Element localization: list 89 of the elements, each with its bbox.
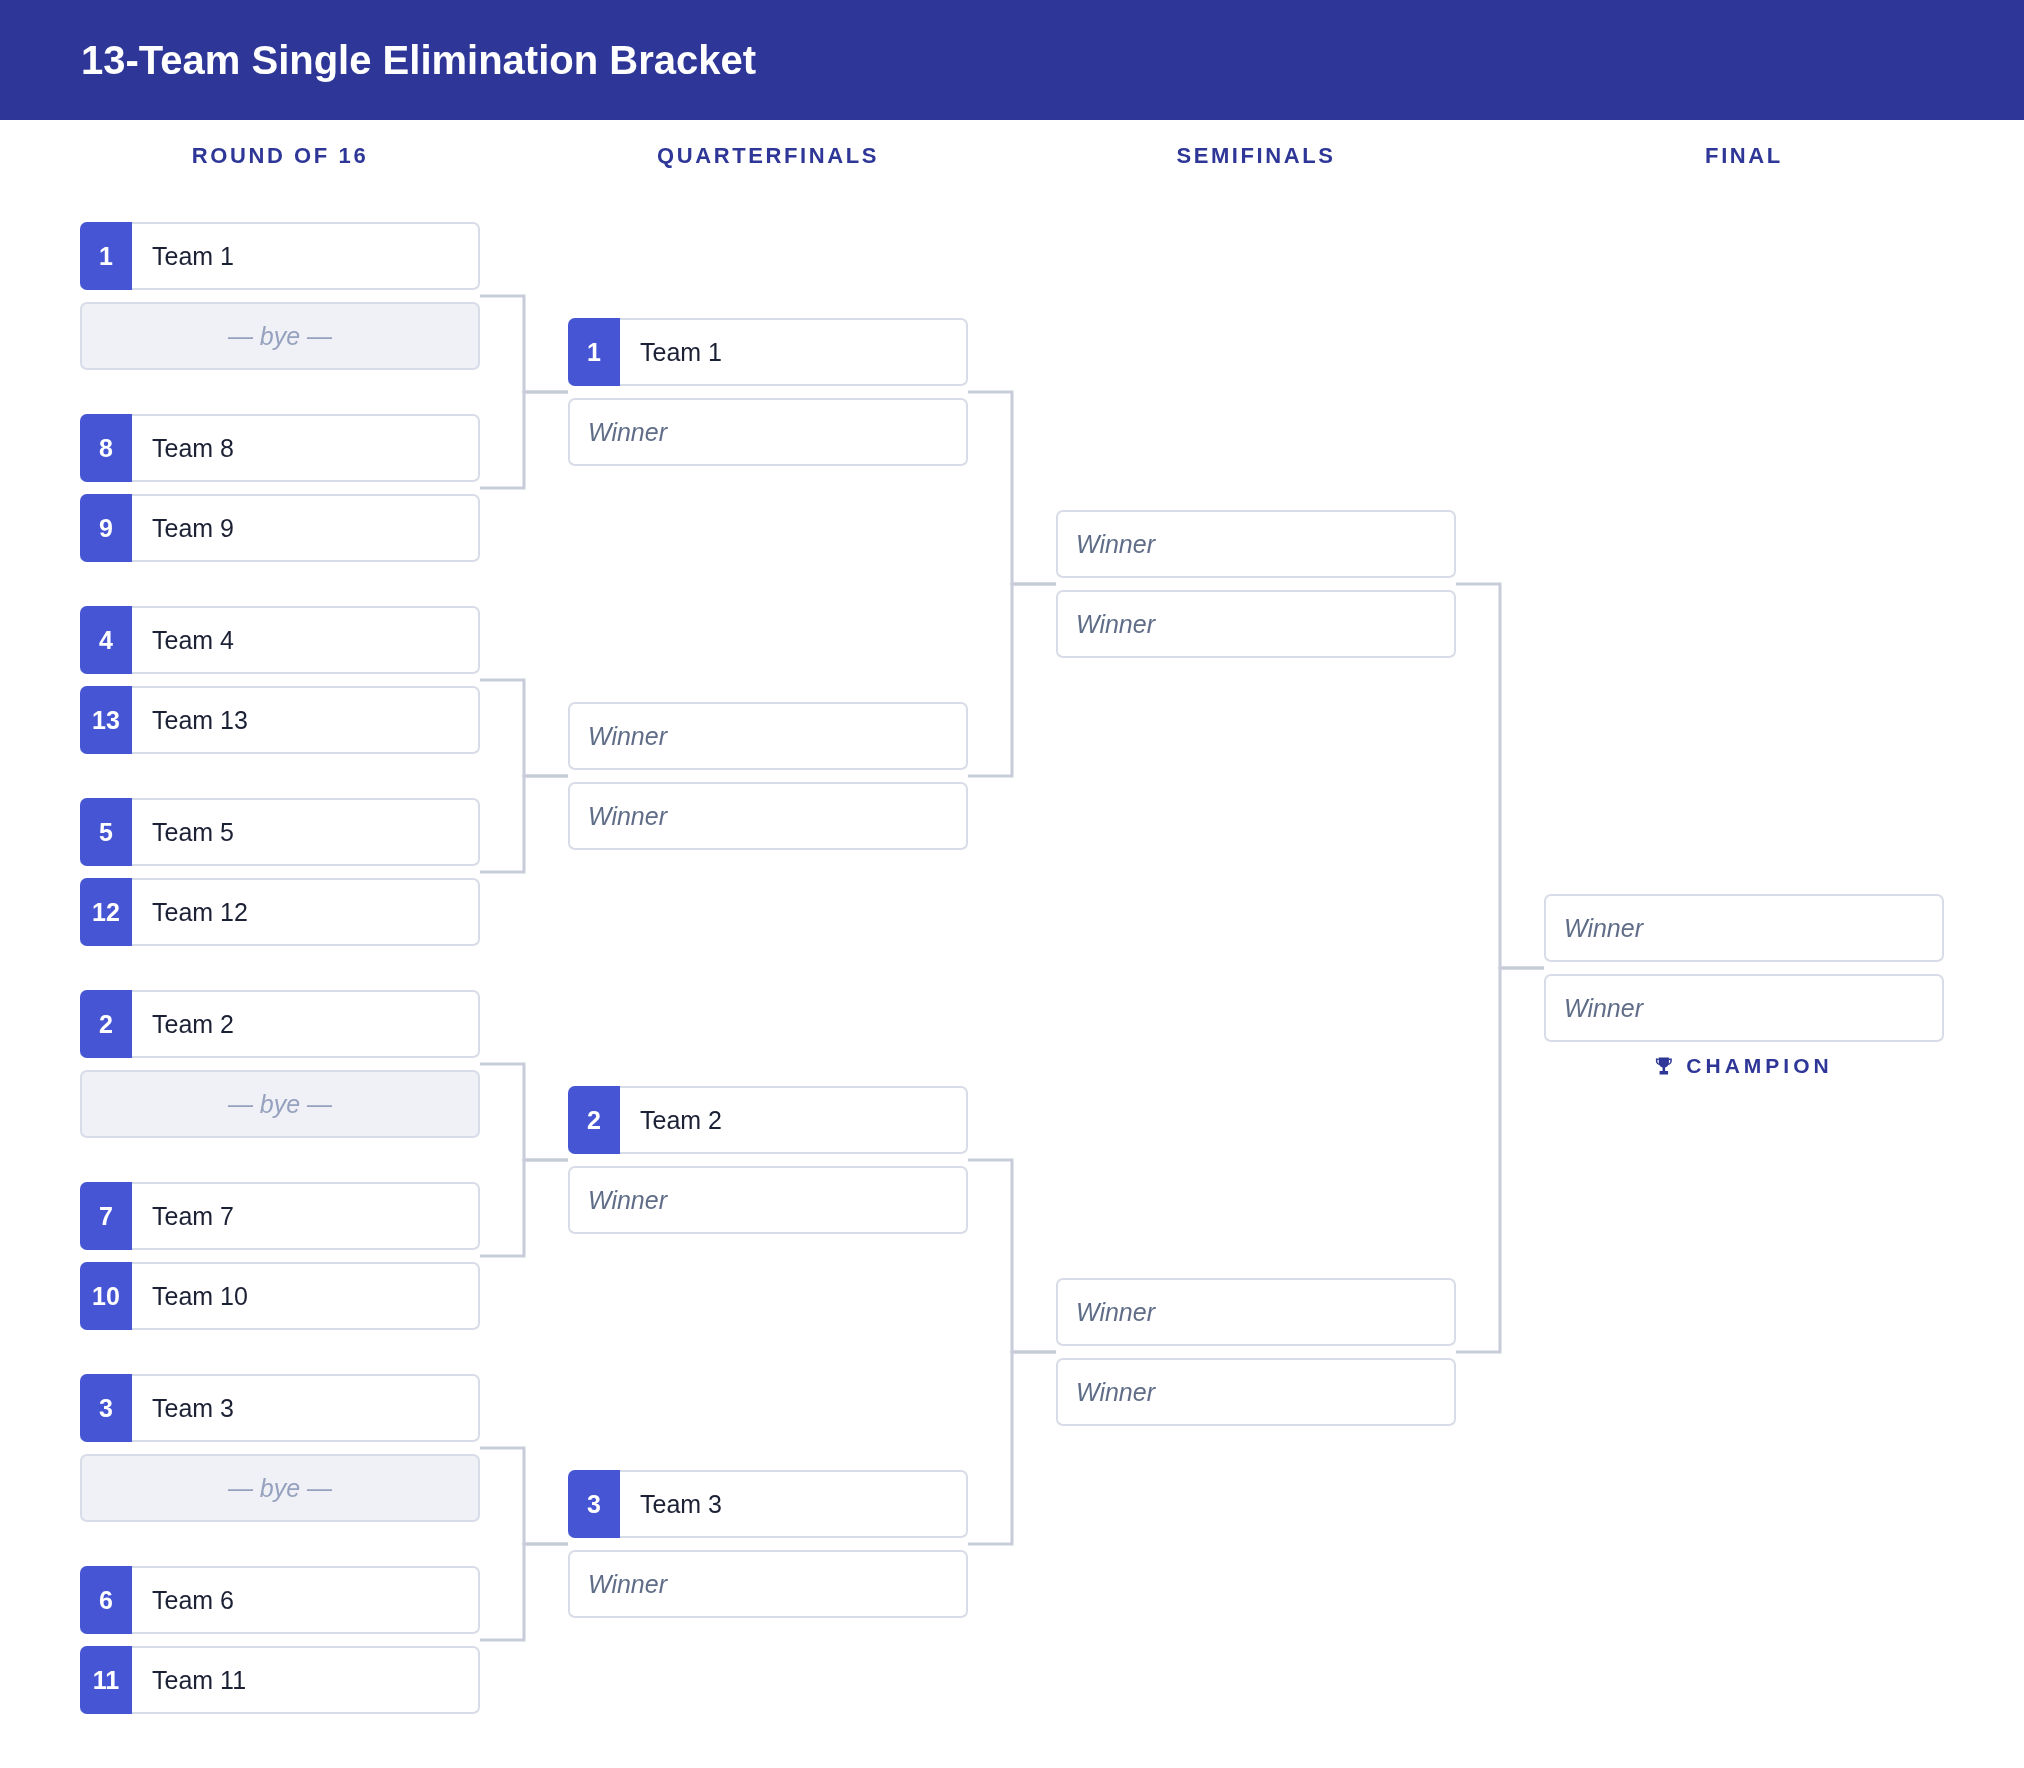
team-slot [80, 878, 480, 946]
team-slot [80, 494, 480, 562]
team-slot [80, 1566, 480, 1634]
winner-placeholder: Winner [1076, 529, 1155, 559]
seed-badge: 1 [80, 222, 132, 290]
winner-placeholder: Winner [1076, 1377, 1155, 1407]
team-slot [80, 990, 480, 1058]
bracket-line [968, 582, 1056, 778]
team-name: Team 1 [640, 337, 722, 367]
winner-placeholder: Winner [588, 1185, 667, 1215]
team-name: Team 6 [152, 1585, 234, 1615]
round-heading: ROUND OF 16 [191, 142, 369, 170]
seed-badge: 8 [80, 414, 132, 482]
bracket-line [480, 1158, 568, 1258]
team-name: Team 8 [152, 433, 234, 463]
winner-placeholder: Winner [1564, 993, 1643, 1023]
team-slot [80, 414, 480, 482]
bye-slot [80, 1454, 480, 1522]
bye-label: — bye — [227, 321, 333, 351]
round-heading: FINAL [1705, 142, 1783, 170]
team-name: Team 4 [152, 625, 234, 655]
bracket-line [480, 390, 568, 490]
team-name: Team 3 [640, 1489, 722, 1519]
team-name: Team 10 [152, 1281, 248, 1311]
winner-placeholder: Winner [588, 801, 667, 831]
team-name: Team 2 [152, 1009, 234, 1039]
team-slot [568, 1470, 968, 1538]
winner-field [1544, 974, 1944, 1042]
team-name: Team 3 [152, 1393, 234, 1423]
bracket-title: 13-Team Single Elimination Bracket [81, 37, 757, 84]
seed-badge: 11 [80, 1646, 132, 1714]
bracket-line [480, 1542, 568, 1642]
bye-slot [80, 1070, 480, 1138]
winner-placeholder: Winner [588, 721, 667, 751]
team-slot [80, 222, 480, 290]
team-slot [80, 1262, 480, 1330]
seed-badge: 5 [80, 798, 132, 866]
team-name: Team 12 [152, 897, 248, 927]
team-name: Team 5 [152, 817, 234, 847]
winner-field [568, 1550, 968, 1618]
winner-field [1056, 1278, 1456, 1346]
bye-label: — bye — [227, 1089, 333, 1119]
winner-field [1056, 1358, 1456, 1426]
seed-badge: 12 [80, 878, 132, 946]
team-name: Team 9 [152, 513, 234, 543]
team-slot [80, 1646, 480, 1714]
winner-placeholder: Winner [588, 1569, 667, 1599]
team-name: Team 1 [152, 241, 234, 271]
team-slot [80, 798, 480, 866]
team-name: Team 7 [152, 1201, 234, 1231]
seed-badge: 7 [80, 1182, 132, 1250]
seed-badge: 10 [80, 1262, 132, 1330]
team-name: Team 13 [152, 705, 248, 735]
winner-field [568, 398, 968, 466]
seed-badge: 1 [568, 318, 620, 386]
winner-field [1544, 894, 1944, 962]
team-name: Team 2 [640, 1105, 722, 1135]
winner-placeholder: Winner [1564, 913, 1643, 943]
seed-badge: 2 [568, 1086, 620, 1154]
bye-slot [80, 302, 480, 370]
seed-badge: 6 [80, 1566, 132, 1634]
round-heading: SEMIFINALS [1176, 142, 1336, 170]
winner-placeholder: Winner [1076, 1297, 1155, 1327]
seed-badge: 2 [80, 990, 132, 1058]
seed-badge: 9 [80, 494, 132, 562]
winner-field [568, 702, 968, 770]
bracket-line [480, 774, 568, 874]
seed-badge: 13 [80, 686, 132, 754]
team-slot [568, 1086, 968, 1154]
team-slot [80, 606, 480, 674]
team-slot [80, 1374, 480, 1442]
round-heading: QUARTERFINALS [657, 142, 879, 170]
winner-field [1056, 510, 1456, 578]
team-name: Team 11 [152, 1665, 247, 1695]
bracket-line [1456, 966, 1544, 1354]
seed-badge: 4 [80, 606, 132, 674]
team-slot [80, 1182, 480, 1250]
winner-field [1056, 590, 1456, 658]
winner-placeholder: Winner [588, 417, 667, 447]
bracket-line [968, 1350, 1056, 1546]
bye-label: — bye — [227, 1473, 333, 1503]
team-slot [568, 318, 968, 386]
seed-badge: 3 [568, 1470, 620, 1538]
champion-label: CHAMPION [1686, 1053, 1833, 1079]
winner-field [568, 1166, 968, 1234]
winner-placeholder: Winner [1076, 609, 1155, 639]
team-slot [80, 686, 480, 754]
seed-badge: 3 [80, 1374, 132, 1442]
winner-field [568, 782, 968, 850]
